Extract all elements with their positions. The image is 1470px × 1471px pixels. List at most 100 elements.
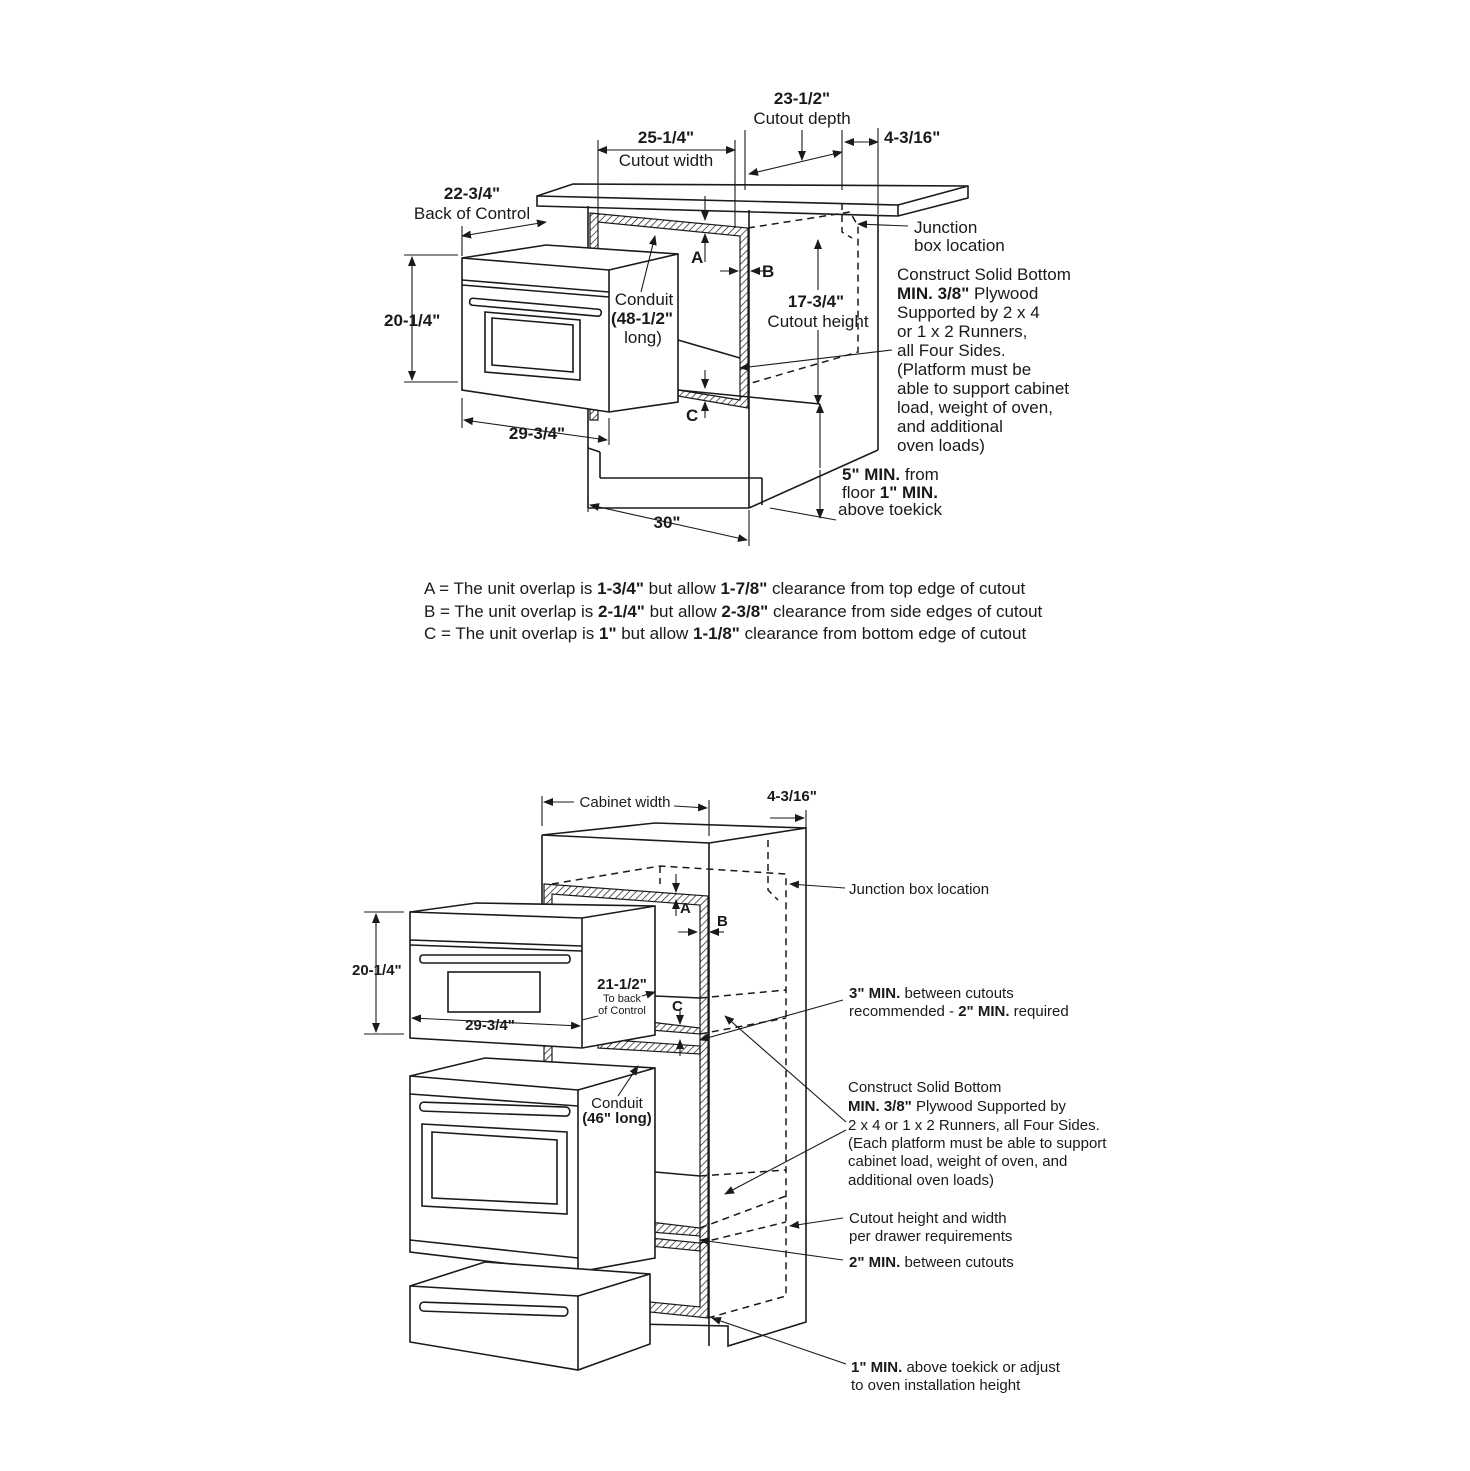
bottom-diagram: Cabinet width 4-3/16" Junction box locat… (352, 788, 1107, 1394)
note-c-prefix: C = The unit overlap is (424, 624, 599, 643)
countertop (536, 183, 969, 217)
construct-bottom-line4: (Each platform must be able to support (848, 1135, 1107, 1152)
dimension-rear-offset: 4-3/16" (844, 128, 940, 214)
between-cutouts-callout-bottom: 2" MIN. between cutouts (699, 1237, 1014, 1271)
dimension-oven-height-bottom: 20-1/4" (352, 911, 404, 1035)
drawer-cutout-line1: Cutout height and width (849, 1210, 1007, 1227)
dimension-back-of-control-bottom: 21-1/2" To back of Control (581, 976, 656, 1021)
oven-top (461, 244, 679, 413)
clearance-markers-bottom: A B C (672, 874, 728, 1056)
back-of-control-label: Back of Control (414, 204, 530, 223)
cutout-height-label: Cutout height (767, 312, 868, 331)
overlap-note-c: C = The unit overlap is 1" but allow 1-1… (424, 623, 1042, 646)
toekick-rest: above toekick or adjust (902, 1359, 1060, 1376)
floor-clearance-rest1: from (900, 465, 939, 484)
toekick-line1: 1" MIN. above toekick or adjust (851, 1359, 1061, 1376)
marker-a-top: A (691, 248, 703, 267)
oven-depth-value-bottom: 29-3/4" (465, 1017, 515, 1034)
junction-box-line1: Junction (914, 218, 977, 237)
lower-oven-bottom (409, 1057, 656, 1273)
warming-drawer-bottom (409, 1261, 651, 1371)
note-c-clearance: 1-1/8" (693, 624, 740, 643)
dimension-cabinet-width-top: 30" (587, 495, 750, 546)
back-of-control-line1-bottom: To back (603, 993, 641, 1005)
back-of-control-value: 22-3/4" (444, 184, 500, 203)
conduit-line1-bottom: Conduit (591, 1095, 644, 1112)
marker-b-bottom: B (717, 913, 728, 930)
construct-bottom-line6: additional oven loads) (848, 1172, 994, 1189)
note-a-overlap: 1-3/4" (597, 579, 644, 598)
between-cutouts-bottom-rest: between cutouts (900, 1254, 1013, 1271)
toekick-line2: to oven installation height (851, 1377, 1021, 1394)
dimension-oven-depth-bottom: 29-3/4" (411, 1014, 581, 1034)
overlap-note-b: B = The unit overlap is 2-1/4" but allow… (424, 601, 1042, 624)
construct-line9: and additional (897, 417, 1003, 436)
floor-clearance-bold1: 5" MIN. (842, 465, 900, 484)
between-cutouts-pre2: recommended - (849, 1003, 958, 1020)
junction-box-label-bottom: Junction box location (849, 881, 989, 898)
between-cutouts-callout-top: 3" MIN. between cutouts recommended - 2"… (699, 985, 1069, 1042)
construct-line2-bold: MIN. 3/8" (897, 284, 969, 303)
note-b-overlap: 2-1/4" (598, 601, 645, 621)
back-of-control-line2-bottom: of Control (598, 1005, 646, 1017)
note-a-prefix: A = The unit overlap is (424, 579, 598, 598)
construct-bottom-line2-bold: MIN. 3/8" (848, 1098, 912, 1115)
overlap-notes: A = The unit overlap is 1-3/4" but allow… (424, 578, 1042, 646)
marker-c-bottom: C (672, 998, 683, 1015)
construct-bottom-line2-rest: Plywood Supported by (912, 1098, 1067, 1115)
oven-depth-value-top: 29-3/4" (509, 424, 565, 443)
between-cutouts-bold2: 2" MIN. (958, 1003, 1009, 1020)
conduit-line1: Conduit (615, 290, 674, 309)
floor-clearance-bold2: 1" MIN. (880, 483, 938, 502)
construct-line3: Supported by 2 x 4 (897, 303, 1040, 322)
construct-line8: load, weight of oven, (897, 398, 1053, 417)
construct-bottom-line2: MIN. 3/8" Plywood Supported by (848, 1098, 1067, 1115)
clearance-markers-top: A B C (686, 196, 774, 425)
cutout-depth-value: 23-1/2" (774, 89, 830, 108)
cutout-depth-label: Cutout depth (753, 109, 850, 128)
between-cutouts-rest1: between cutouts (900, 985, 1013, 1002)
note-a-clearance: 1-7/8" (720, 579, 768, 598)
toekick-bold: 1" MIN. (851, 1359, 902, 1376)
conduit-line2: (48-1/2" (611, 309, 673, 328)
junction-box-callout-bottom: Junction box location (789, 880, 989, 898)
between-cutouts-bold1: 3" MIN. (849, 985, 900, 1002)
conduit-callout-bottom: Conduit (46" long) (582, 1065, 652, 1127)
construct-bottom-line5: cabinet load, weight of oven, and (848, 1153, 1067, 1170)
overlap-note-a: A = The unit overlap is 1-3/4" but allow… (424, 578, 1042, 601)
between-cutouts-bottom-bold: 2" MIN. (849, 1254, 900, 1271)
floor-clearance-line3: above toekick (838, 500, 942, 519)
conduit-line2-bottom: (46" long) (582, 1110, 652, 1127)
construct-line7: able to support cabinet (897, 379, 1069, 398)
dimension-back-of-control: 22-3/4" Back of Control (414, 184, 547, 256)
construct-note-bottom: Construct Solid Bottom MIN. 3/8" Plywood… (724, 1015, 1107, 1195)
dimension-oven-height-top: 20-1/4" (384, 254, 458, 383)
floor-clearance-line2: floor 1" MIN. (842, 483, 938, 502)
construct-line1: Construct Solid Bottom (897, 265, 1071, 284)
drawer-cutout-callout: Cutout height and width per drawer requi… (789, 1210, 1012, 1245)
cabinet-width-label-bottom: Cabinet width (580, 794, 671, 811)
construct-line5: all Four Sides. (897, 341, 1006, 360)
dimension-cutout-depth: 23-1/2" Cutout depth (744, 89, 851, 190)
construct-line2: MIN. 3/8" Plywood (897, 284, 1038, 303)
construct-bottom-line3: 2 x 4 or 1 x 2 Runners, all Four Sides. (848, 1117, 1100, 1134)
cutout-width-label: Cutout width (619, 151, 714, 170)
between-cutouts-rest2: required (1010, 1003, 1069, 1020)
dimension-cutout-width: 25-1/4" Cutout width (597, 128, 736, 228)
note-b-suffix: clearance from side edges of cutout (768, 601, 1043, 621)
cutout-width-value: 25-1/4" (638, 128, 694, 147)
cabinet-width-value-top: 30" (654, 513, 681, 532)
between-cutouts-line2: recommended - 2" MIN. required (849, 1003, 1069, 1020)
dimension-cutout-height: 17-3/4" Cutout height (767, 239, 869, 405)
back-of-control-value-bottom: 21-1/2" (597, 976, 647, 993)
conduit-callout-top: Conduit (48-1/2" long) (611, 235, 674, 347)
dimension-floor-clearance-top: 5" MIN. from floor 1" MIN. above toekick (769, 403, 942, 521)
between-cutouts-line1: 3" MIN. between cutouts (849, 985, 1014, 1002)
junction-box-line2: box location (914, 236, 1005, 255)
construct-line2-rest: Plywood (969, 284, 1038, 303)
construct-line6: (Platform must be (897, 360, 1031, 379)
note-c-middle: but allow (616, 624, 694, 643)
note-a-suffix: clearance from top edge of cutout (767, 579, 1026, 598)
rear-offset-value-bottom: 4-3/16" (767, 788, 817, 805)
junction-box-callout-top: Junction box location (857, 218, 1005, 255)
